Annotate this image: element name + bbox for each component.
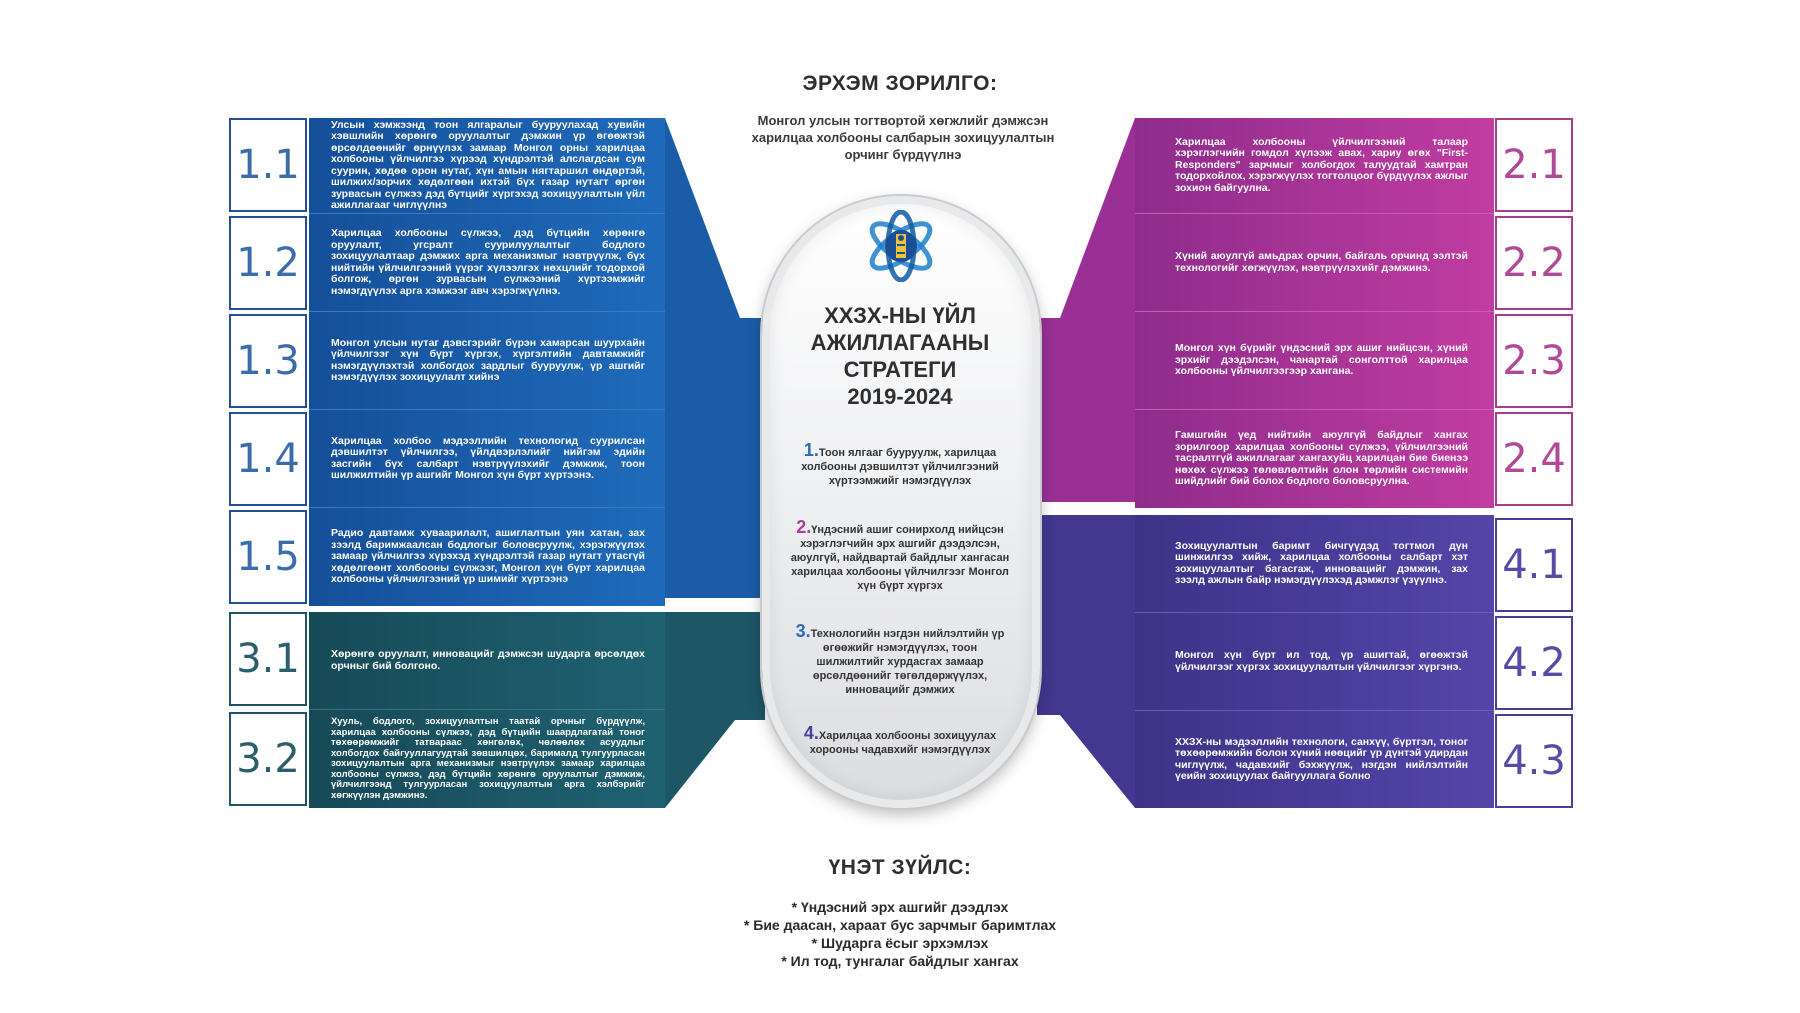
left-blue-funnel	[665, 118, 765, 598]
goal-band-1-4: Харилцаа холбоо мэдээллийн технологид су…	[309, 410, 665, 508]
goal-number-1-5: 1.5	[229, 510, 307, 604]
goal-number-1-4: 1.4	[229, 412, 307, 506]
objective-text-3: Технологийн нэгдэн нийлэлтийн үр өгөөжий…	[810, 628, 1005, 696]
goal-number-4-2: 4.2	[1495, 616, 1573, 710]
left-teal-funnel	[665, 612, 765, 808]
goal-number-2-4: 2.4	[1495, 412, 1573, 506]
goal-band-1-5: Радио давтамж хуваарилалт, ашиглалтын уя…	[309, 508, 665, 606]
core-value-4: * Ил тод, тунгалаг байдлыг хангах	[781, 953, 1019, 969]
objective-number-1: 1.	[803, 440, 819, 460]
core-value-3: * Шударга ёсыг эрхэмлэх	[811, 935, 989, 951]
center-strategy-pill	[762, 196, 1040, 808]
mission-heading: ЭРХЭМ ЗОРИЛГО:	[802, 72, 998, 95]
strategic-objective-3: 3.Технологийн нэгдэн нийлэлтийн үр өгөөж…	[790, 621, 1010, 697]
strategy-title-line-4: 2019-2024	[847, 384, 953, 409]
goal-band-4-2: Монгол хүн бүрт ил тод, үр ашигтай, өгөө…	[1135, 613, 1494, 711]
strategy-title-line-1: ХХЗХ-НЫ ҮЙЛ	[824, 303, 976, 328]
goal-band-1-1: Улсын хэмжээнд тоон ялгаралыг бууруулаха…	[309, 118, 665, 214]
goal-number-3-1: 3.1	[229, 612, 307, 706]
objective-number-4: 4.	[803, 723, 819, 743]
objective-number-2: 2.	[796, 517, 812, 537]
goal-band-1-2: Харилцаа холбооны сүлжээ, дэд бүтцийн хө…	[309, 214, 665, 312]
objective-text-2: Үндэсний ашиг сонирхолд нийцсэн хэрэглэг…	[790, 524, 1010, 592]
core-value-2: * Бие даасан, хараат бус зарчмыг баримтл…	[743, 917, 1057, 933]
goal-band-4-1: Зохицуулалтын баримт бичгүүдэд тогтмол д…	[1135, 515, 1494, 613]
goal-band-1-3: Монгол улсын нутаг дэвсгэрийг бүрэн хама…	[309, 312, 665, 410]
right-magenta-funnel	[1037, 118, 1135, 502]
goal-band-2-3: Монгол хүн бүрийг үндэсний эрх ашиг нийц…	[1135, 312, 1494, 410]
strategy-title-line-3: СТРАТЕГИ	[843, 357, 957, 382]
soyombo-emblem-icon	[869, 210, 933, 282]
goal-band-2-1: Харилцаа холбооны үйлчилгээний талаар хэ…	[1135, 118, 1494, 214]
goal-band-4-3: ХХЗХ-ны мэдээллийн технологи, санхүү, бү…	[1135, 711, 1494, 808]
values-heading: ҮНЭТ ЗҮЙЛС:	[828, 856, 972, 879]
objective-number-3: 3.	[795, 621, 811, 641]
goal-number-2-1: 2.1	[1495, 118, 1573, 212]
goal-number-1-1: 1.1	[229, 118, 307, 212]
goal-band-2-4: Гамшгийн үед нийтийн аюулгүй байдлыг хан…	[1135, 410, 1494, 508]
strategy-title-line-2: АЖИЛЛАГААНЫ	[810, 330, 990, 355]
strategic-objective-2: 2.Үндэсний ашиг сонирхолд нийцсэн хэрэгл…	[790, 517, 1010, 593]
right-indigo-funnel	[1037, 515, 1135, 808]
goal-number-2-3: 2.3	[1495, 314, 1573, 408]
goal-number-4-3: 4.3	[1495, 714, 1573, 808]
objective-text-4: Харилцаа холбооны зохицуулах хорооны чад…	[809, 730, 997, 756]
goal-number-3-2: 3.2	[229, 712, 307, 806]
goal-band-3-2: Хууль, бодлого, зохицуулалтын таатай орч…	[309, 710, 665, 808]
core-value-1: * Үндэсний эрх ашгийг дээдлэх	[791, 899, 1009, 915]
goal-band-2-2: Хүний аюулгүй амьдрах орчин, байгаль орч…	[1135, 214, 1494, 312]
goal-number-2-2: 2.2	[1495, 216, 1573, 310]
strategy-title: ХХЗХ-НЫ ҮЙЛ АЖИЛЛАГААНЫ СТРАТЕГИ 2019-20…	[780, 302, 1020, 410]
mission-text: Монгол улсын тогтвортой хөгжлийг дэмжсэн…	[751, 113, 1055, 162]
strategic-objective-4: 4.Харилцаа холбооны зохицуулах хорооны ч…	[790, 723, 1010, 757]
core-values-list: * Үндэсний эрх ашгийг дээдлэх * Бие даас…	[700, 898, 1100, 970]
strategic-objective-1: 1.Тоон ялгааг бууруулж, харилцаа холбоон…	[790, 440, 1010, 488]
objective-text-1: Тоон ялгааг бууруулж, харилцаа холбооны …	[801, 447, 999, 487]
goal-number-1-3: 1.3	[229, 314, 307, 408]
goal-number-1-2: 1.2	[229, 216, 307, 310]
goal-number-4-1: 4.1	[1495, 518, 1573, 612]
goal-band-3-1: Хөрөнгө оруулалт, инновацийг дэмжсэн шуд…	[309, 612, 665, 710]
